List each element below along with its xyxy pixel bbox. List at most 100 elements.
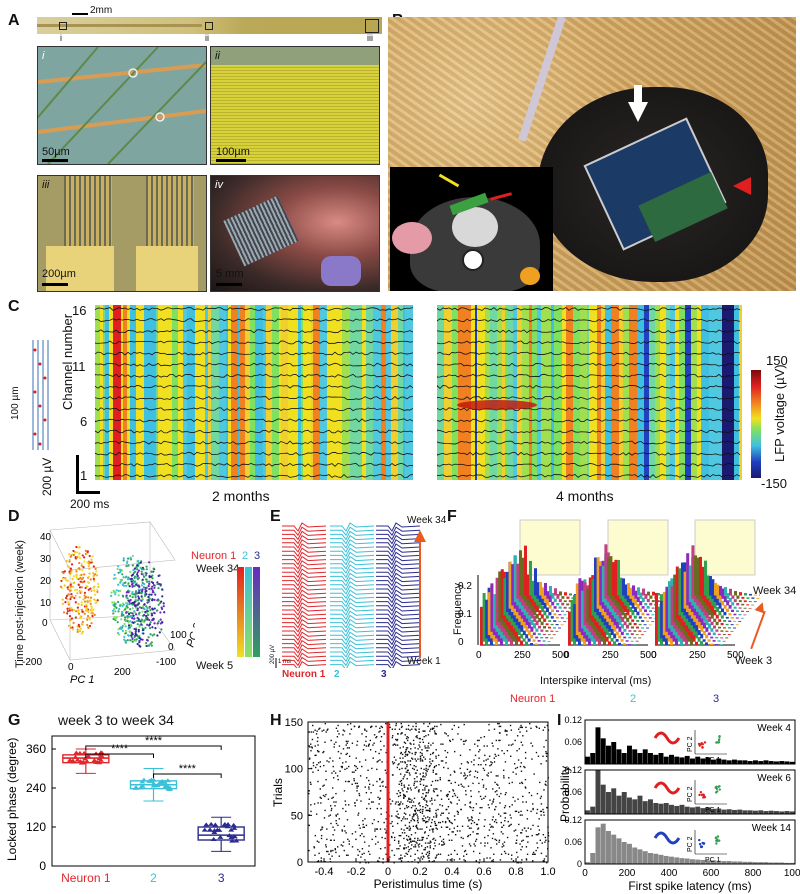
strip-marker-ii: ii: [205, 33, 209, 43]
heatmap-column: [655, 305, 660, 480]
isi-bar: [648, 617, 652, 619]
raster-spike: [308, 792, 310, 795]
raster-spike: [332, 760, 334, 762]
waveform-trace: [282, 614, 327, 625]
raster-spike: [398, 763, 400, 765]
isi-bar: [700, 616, 704, 626]
raster-spike: [419, 741, 421, 743]
raster-spike: [446, 817, 449, 819]
raster-spike: [389, 856, 391, 858]
isi-bar: [559, 591, 562, 596]
raster-spike: [415, 751, 417, 754]
scatter-point: [66, 610, 69, 613]
waveform-trace: [376, 581, 421, 591]
raster-spike: [424, 847, 427, 849]
raster-spike: [421, 749, 423, 751]
x-tick-neg200: -200: [22, 657, 42, 668]
raster-spike: [410, 801, 412, 803]
raster-spike: [524, 751, 527, 754]
isi-bar: [594, 557, 597, 612]
raster-spike: [426, 770, 428, 772]
f-week-bottom: Week 3: [735, 655, 773, 667]
latency-bar: [663, 855, 669, 864]
raster-spike: [401, 857, 403, 859]
raster-spike: [319, 788, 321, 790]
scale-bar-100um: [216, 159, 246, 162]
raster-spike: [396, 766, 399, 769]
i-y-tick: 0.06: [564, 787, 582, 797]
raster-spike: [399, 858, 402, 860]
scatter-point: [126, 638, 129, 642]
raster-spike: [327, 850, 329, 853]
raster-spike: [325, 731, 327, 733]
heatmap-column: [490, 305, 497, 480]
isi-bar: [649, 595, 653, 599]
raster-spike: [487, 834, 489, 837]
isi-bar: [603, 629, 607, 639]
raster-spike: [368, 798, 370, 800]
isi-bar: [593, 633, 596, 645]
raster-spike: [328, 815, 330, 817]
raster-spike: [451, 839, 453, 841]
raster-spike: [425, 826, 428, 828]
isi-bar: [538, 599, 542, 609]
scatter-point: [145, 568, 148, 571]
raster-spike: [442, 841, 445, 843]
raster-spike: [421, 738, 424, 741]
latency-bar: [658, 753, 664, 764]
isi-x-tick: 0: [651, 650, 657, 661]
scale-bar-200ms: [76, 491, 100, 494]
raster-spike: [478, 757, 480, 759]
raster-spike: [332, 796, 334, 799]
isi-bar: [717, 640, 721, 642]
latency-bar: [763, 760, 769, 764]
raster-spike: [394, 728, 396, 730]
raster-spike: [504, 761, 507, 763]
raster-spike: [520, 741, 522, 743]
isi-bar: [630, 640, 634, 642]
scatter-point: [87, 575, 90, 578]
raster-spike: [421, 810, 424, 813]
heatmap-column: [554, 305, 562, 480]
scatter-point: [137, 584, 140, 587]
raster-spike: [498, 722, 500, 725]
raster-spike: [452, 789, 454, 791]
isi-bar: [698, 621, 701, 629]
lfp-trace: [95, 362, 413, 367]
raster-spike: [460, 808, 462, 811]
isi-bar: [693, 617, 696, 629]
scatter-point: [154, 593, 157, 596]
raster-spike: [423, 736, 425, 738]
isi-bar: [528, 615, 532, 622]
raster-spike: [429, 753, 432, 756]
raster-spike: [392, 832, 394, 834]
raster-spike: [519, 731, 521, 733]
scatter-point: [90, 558, 93, 561]
raster-spike: [516, 735, 519, 737]
raster-spike: [510, 823, 512, 826]
raster-spike: [344, 830, 346, 832]
latency-bar: [600, 784, 606, 814]
raster-spike: [342, 762, 344, 764]
raster-spike: [311, 746, 313, 748]
isi-bar: [549, 585, 552, 596]
scatter-point: [64, 578, 67, 581]
raster-spike: [367, 862, 370, 864]
isi-bar: [716, 598, 720, 606]
raster-spike: [317, 780, 319, 783]
raster-spike: [411, 767, 414, 770]
scatter-point: [126, 614, 129, 618]
scatter-point: [144, 574, 148, 577]
raster-spike: [445, 826, 448, 828]
waveform-trace: [330, 585, 375, 595]
raster-spike: [484, 795, 487, 798]
waveform-trace: [330, 656, 375, 667]
raster-spike: [428, 819, 430, 821]
g-point: [159, 778, 166, 783]
g-point: [210, 836, 217, 841]
raster-spike: [381, 726, 384, 729]
raster-spike: [480, 764, 482, 766]
scatter-point: [161, 595, 164, 598]
raster-spike: [419, 828, 421, 830]
scatter-point: [84, 586, 87, 590]
